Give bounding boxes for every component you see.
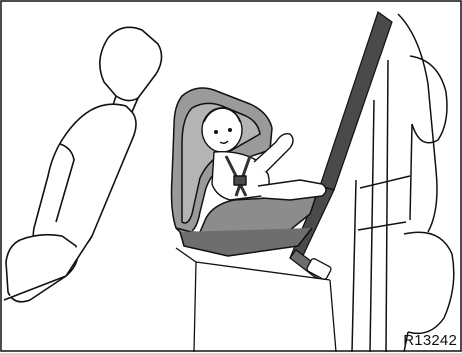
seat-belt [290, 12, 392, 280]
rear-seat-left [4, 27, 162, 301]
figure-reference-code: R13242 [403, 332, 457, 349]
